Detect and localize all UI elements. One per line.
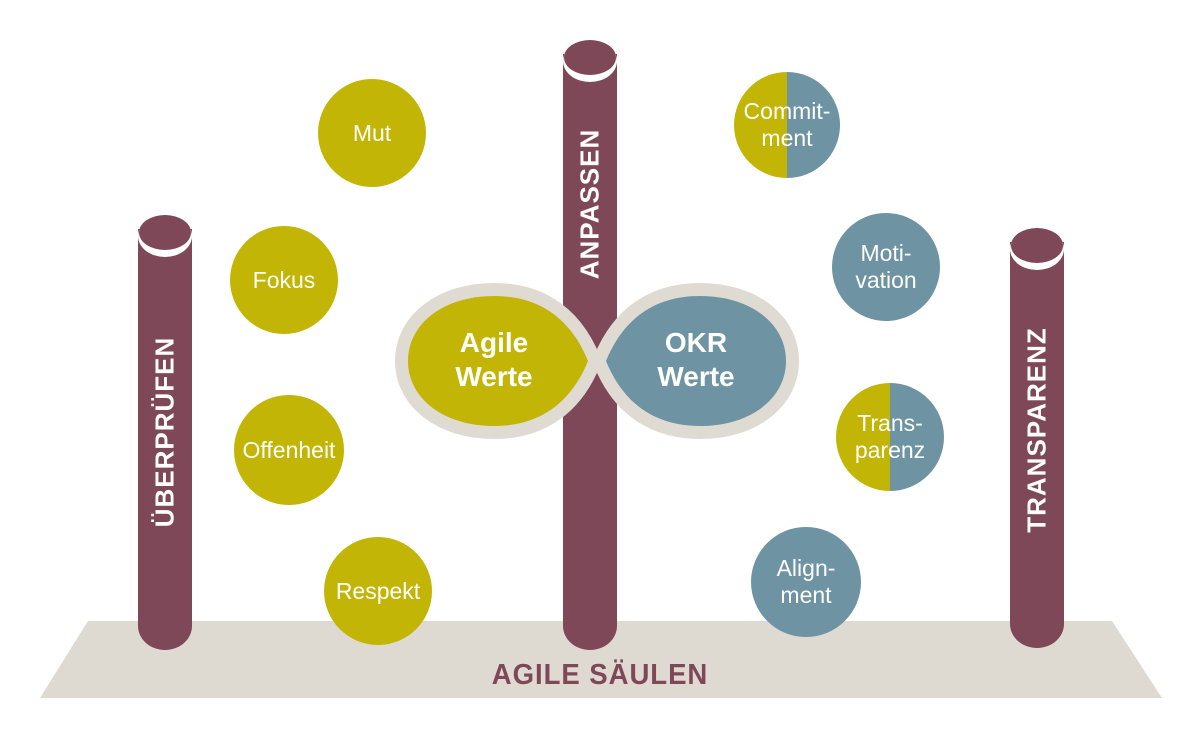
circle-commitment-line2: ment — [761, 125, 813, 151]
circle-commitment-line1: Commit- — [743, 98, 831, 124]
circle-mut-label: Mut — [352, 119, 392, 146]
pillar-body — [1010, 242, 1064, 648]
circle-motivation-line1: Moti- — [860, 240, 912, 266]
pillar-cap — [1011, 228, 1063, 263]
pillar-cap — [139, 215, 191, 250]
circle-fokus-label: Fokus — [252, 266, 316, 293]
circle-alignment-line1: Align- — [776, 555, 836, 581]
pillar-ueberpruefen: ÜBERPRÜFEN — [138, 215, 192, 650]
circle-transparenz-line2: parenz — [854, 437, 926, 463]
circle-respekt: Respekt — [324, 537, 432, 645]
pillar-label-ueberpruefen: ÜBERPRÜFEN — [149, 336, 180, 528]
values-infinity-shape — [394, 282, 800, 440]
pillar-body — [138, 229, 192, 650]
pillar-label-transparenz: TRANSPARENZ — [1021, 327, 1052, 533]
okr-lens — [606, 296, 786, 426]
circle-transparenz-line1: Trans- — [857, 410, 923, 436]
circle-motivation-line2: vation — [855, 267, 917, 293]
okr-werte-line1: OKR — [664, 327, 728, 358]
agile-lens — [408, 296, 588, 426]
circle-mut: Mut — [318, 79, 426, 187]
circle-fokus: Fokus — [230, 226, 338, 334]
okr-werte-label: OKR Werte — [606, 326, 786, 394]
agile-werte-label: Agile Werte — [404, 326, 584, 394]
pillar-cap — [564, 40, 616, 75]
circle-transparenz: Trans- parenz — [836, 383, 944, 491]
agile-werte-line2: Werte — [455, 361, 533, 392]
pillar-transparenz: TRANSPARENZ — [1010, 228, 1064, 648]
circle-commitment: Commit- ment — [734, 72, 840, 178]
circle-offenheit: Offenheit — [234, 395, 344, 505]
circle-offenheit-label: Offenheit — [242, 436, 336, 463]
circle-alignment: Align- ment — [751, 527, 861, 637]
circle-respekt-label: Respekt — [335, 577, 421, 604]
diagram-title: AGILE SÄULEN — [491, 659, 709, 691]
circle-alignment-line2: ment — [780, 582, 832, 608]
agile-werte-line1: Agile — [459, 327, 529, 358]
circle-motivation: Moti- vation — [832, 213, 940, 321]
okr-werte-line2: Werte — [657, 361, 735, 392]
